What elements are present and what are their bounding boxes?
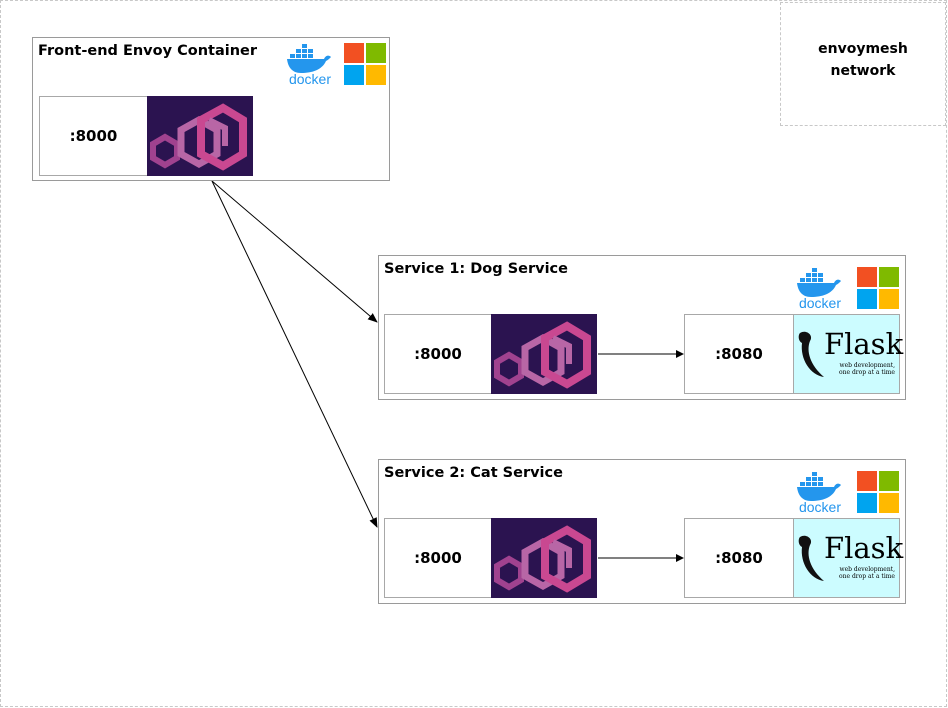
microsoft-icon — [857, 267, 899, 309]
docker-icon: docker — [284, 42, 336, 86]
frontend-envoy-container: Front-end Envoy Container docker :8000 — [32, 37, 390, 181]
container-title: Service 2: Cat Service — [384, 465, 563, 481]
flask-tagline: web development,one drop at a time — [839, 362, 895, 376]
container-title: Front-end Envoy Container — [38, 43, 258, 59]
envoy-port-box: :8000 — [384, 314, 492, 394]
network-label: envoymesh network — [780, 2, 946, 126]
app-port-box: :8080 — [684, 518, 794, 598]
flask-icon: Flask web development,one drop at a time — [793, 518, 904, 598]
docker-wordmark: docker — [289, 71, 331, 86]
envoy-port-box: :8000 — [384, 518, 492, 598]
docker-icon: docker — [794, 470, 846, 514]
app-port-box: :8080 — [684, 314, 794, 394]
service-1-container: Service 1: Dog Service docker :8000 :808… — [378, 255, 906, 400]
service-2-container: Service 2: Cat Service docker :8000 :808… — [378, 459, 906, 604]
docker-wordmark: docker — [799, 295, 841, 310]
arrow-frontend-to-service1 — [211, 180, 378, 323]
arrow-envoy-to-app — [598, 554, 684, 562]
flask-icon: Flask web development,one drop at a time — [793, 314, 904, 394]
arrow-envoy-to-app — [598, 350, 684, 358]
envoy-icon — [491, 518, 597, 598]
network-label-line1: envoymesh — [818, 41, 908, 57]
microsoft-icon — [344, 43, 386, 85]
docker-wordmark: docker — [799, 499, 841, 514]
container-title: Service 1: Dog Service — [384, 261, 568, 277]
envoy-icon — [147, 96, 253, 176]
arrow-frontend-to-service2 — [211, 180, 378, 528]
network-label-line2: network — [830, 63, 896, 79]
flask-wordmark: Flask — [824, 327, 904, 361]
port-box: :8000 — [39, 96, 148, 176]
docker-icon: docker — [794, 266, 846, 310]
flask-wordmark: Flask — [824, 531, 904, 565]
envoy-icon — [491, 314, 597, 394]
microsoft-icon — [857, 471, 899, 513]
flask-tagline: web development,one drop at a time — [839, 566, 895, 580]
